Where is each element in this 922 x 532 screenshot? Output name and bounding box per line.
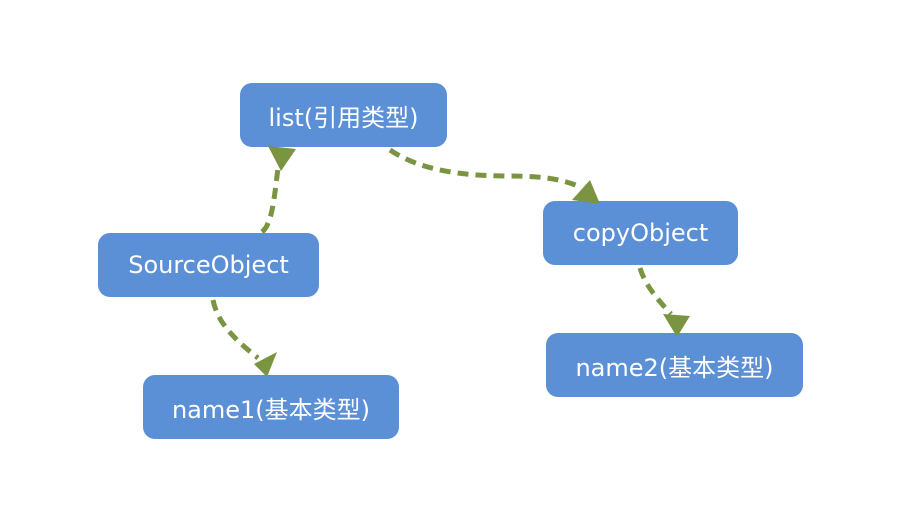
edge-source-to-list [260,146,296,234]
edge-source-to-list-arrowhead [268,146,296,171]
node-name2-label: name2(基本类型) [575,353,774,382]
node-copy-object: copyObject [543,201,738,265]
edge-list-to-copy-line [388,147,582,190]
edge-copy-to-name2-line [637,267,673,316]
edge-list-to-copy [388,147,600,204]
edge-source-to-name1 [210,299,277,377]
node-source-object: SourceObject [98,233,319,297]
node-name1-label: name1(基本类型) [171,395,371,424]
node-list-label: list(引用类型) [268,103,419,132]
node-copy-object-label: copyObject [572,219,709,247]
edge-copy-to-name2 [637,267,690,337]
edge-source-to-list-line [260,167,281,234]
edge-source-to-name1-arrowhead [254,352,277,377]
node-list: list(引用类型) [240,83,447,147]
node-name1: name1(基本类型) [143,375,399,439]
node-name2: name2(基本类型) [546,333,803,397]
edge-source-to-name1-line [210,299,260,360]
node-source-object-label: SourceObject [128,251,289,279]
